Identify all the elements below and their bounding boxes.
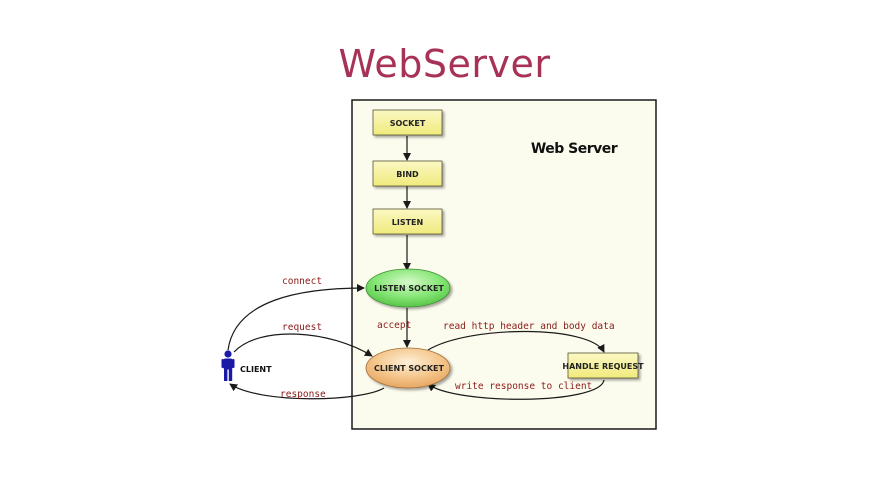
client-socket-label: CLIENT SOCKET xyxy=(374,364,444,373)
listen-socket-node: LISTEN SOCKET xyxy=(365,268,451,308)
edge-write xyxy=(427,379,605,400)
listen-label: LISTEN xyxy=(392,218,423,227)
edge-read xyxy=(427,330,605,353)
socket-node: SOCKET xyxy=(372,109,443,136)
connect-label: connect xyxy=(282,276,322,287)
edge-connect xyxy=(227,284,365,351)
write-label: write response to client xyxy=(455,381,592,392)
request-label: request xyxy=(282,322,322,333)
read-label: read http header and body data xyxy=(443,321,615,332)
accept-label: accept xyxy=(377,320,411,331)
bind-node: BIND xyxy=(372,160,443,187)
person-icon xyxy=(221,350,235,381)
listen-socket-label: LISTEN SOCKET xyxy=(374,284,444,293)
client-socket-node: CLIENT SOCKET xyxy=(365,347,451,389)
edge-response xyxy=(229,383,385,400)
slide-title: WebServer xyxy=(338,42,551,86)
response-label: response xyxy=(280,389,326,400)
server-label: Web Server xyxy=(531,141,618,157)
listen-node: LISTEN xyxy=(372,208,443,235)
socket-label: SOCKET xyxy=(390,119,426,128)
bind-label: BIND xyxy=(396,170,419,179)
handle-request-label: HANDLE REQUEST xyxy=(562,362,644,371)
handle-request-node: HANDLE REQUEST xyxy=(562,352,644,379)
edge-request xyxy=(233,333,373,357)
client-label: CLIENT xyxy=(240,365,272,374)
